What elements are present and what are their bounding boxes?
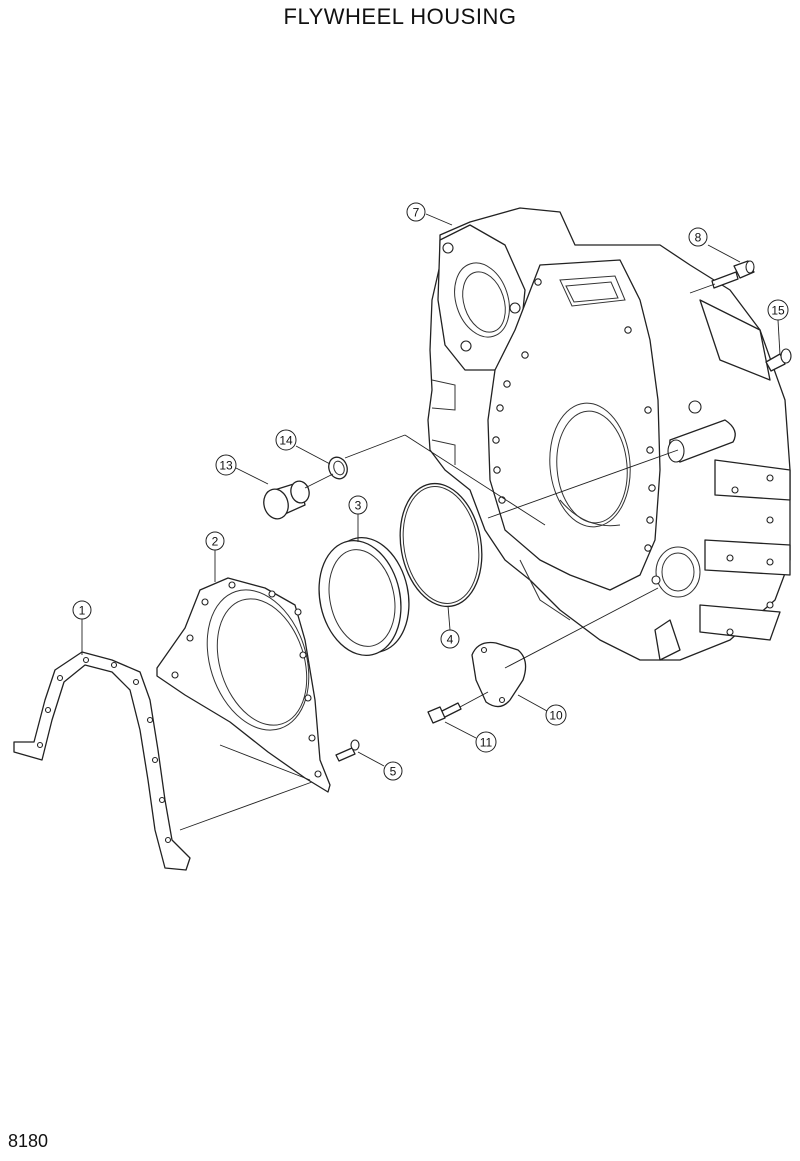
callout-label: 1 [79, 604, 86, 618]
callout-label: 5 [390, 765, 397, 779]
callout-label: 10 [549, 709, 563, 723]
callout-15: 15 [767, 299, 789, 321]
callout-label: 3 [355, 499, 362, 513]
callout-14: 14 [275, 429, 297, 451]
callout-label: 14 [279, 434, 293, 448]
callout-leaders [81, 213, 781, 767]
callout-11: 11 [475, 731, 497, 753]
callout-3: 3 [348, 495, 368, 515]
ring-part-4 [399, 482, 483, 608]
callout-8: 8 [688, 227, 708, 247]
plug-part-15 [765, 348, 792, 372]
flywheel-housing-drawing [427, 207, 791, 661]
callout-label: 15 [771, 304, 785, 318]
callout-label: 11 [480, 736, 493, 750]
callout-10: 10 [545, 704, 567, 726]
cover-plate-part-10 [471, 641, 527, 708]
callout-13: 13 [215, 454, 237, 476]
callout-label: 7 [413, 206, 420, 220]
callout-label: 8 [695, 231, 702, 245]
callout-1: 1 [72, 600, 92, 620]
callout-5: 5 [383, 761, 403, 781]
assembly-guide-lines [179, 283, 716, 831]
plug-part-13 [263, 480, 310, 520]
callout-2: 2 [205, 531, 225, 551]
bolt-part-11 [427, 702, 462, 724]
callout-label: 4 [447, 633, 454, 647]
bolt-part-8 [711, 260, 755, 289]
gasket-part-1 [13, 651, 191, 871]
callout-label: 13 [219, 459, 233, 473]
page-number: 8180 [8, 1131, 49, 1151]
o-ring-part-14 [328, 456, 348, 480]
callout-4: 4 [440, 629, 460, 649]
oil-seal-part-3 [318, 537, 410, 656]
seal-housing-part-2 [156, 577, 331, 793]
callout-label: 2 [212, 535, 219, 549]
diagram-title: FLYWHEEL HOUSING [283, 4, 517, 29]
bolt-part-5 [335, 739, 360, 762]
face-bolt-holes [492, 278, 656, 552]
callout-7: 7 [406, 202, 426, 222]
